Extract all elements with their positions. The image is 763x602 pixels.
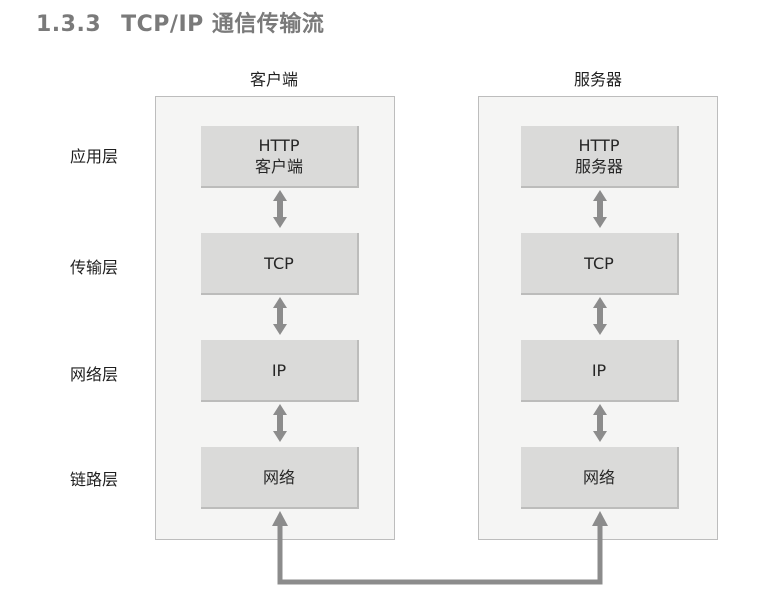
network-link-arrow-icon [272, 511, 608, 585]
client-transport-box: TCP [201, 233, 359, 295]
server-network-box: IP [521, 340, 679, 402]
section-title-text: TCP/IP 通信传输流 [121, 12, 325, 37]
client-network-box: IP [201, 340, 359, 402]
server-application-line2: 服务器 [574, 157, 623, 176]
double-headed-arrow-icon [273, 297, 287, 335]
client-application-box: HTTP 客户端 [201, 126, 359, 188]
client-network-line1: IP [271, 360, 287, 380]
server-link-box: 网络 [521, 447, 679, 509]
client-host-label: 客户端 [249, 70, 298, 89]
layer-label-application: 应用层 [70, 147, 119, 166]
double-headed-arrow-icon [593, 404, 607, 442]
server-application-box: HTTP 服务器 [521, 126, 679, 188]
server-link-line1: 网络 [582, 467, 615, 487]
client-link-box: 网络 [201, 447, 359, 509]
server-host-label: 服务器 [573, 70, 622, 89]
section-title: 1.3.3 TCP/IP 通信传输流 [36, 6, 324, 38]
layer-label-link: 链路层 [70, 470, 119, 489]
double-headed-arrow-icon [593, 297, 607, 335]
section-number: 1.3.3 [36, 12, 102, 37]
client-application-line2: 客户端 [254, 157, 303, 176]
double-headed-arrow-icon [593, 190, 607, 228]
client-transport-line1: TCP [264, 253, 294, 273]
double-headed-arrow-icon [273, 404, 287, 442]
server-application-line1: HTTP [578, 136, 620, 155]
server-transport-line1: TCP [584, 253, 614, 273]
layer-label-transport: 传输层 [70, 258, 119, 277]
server-transport-box: TCP [521, 233, 679, 295]
double-headed-arrow-icon [273, 190, 287, 228]
client-link-line1: 网络 [262, 467, 295, 487]
client-application-line1: HTTP [258, 136, 300, 155]
layer-label-network: 网络层 [70, 365, 119, 384]
server-network-line1: IP [591, 360, 607, 380]
